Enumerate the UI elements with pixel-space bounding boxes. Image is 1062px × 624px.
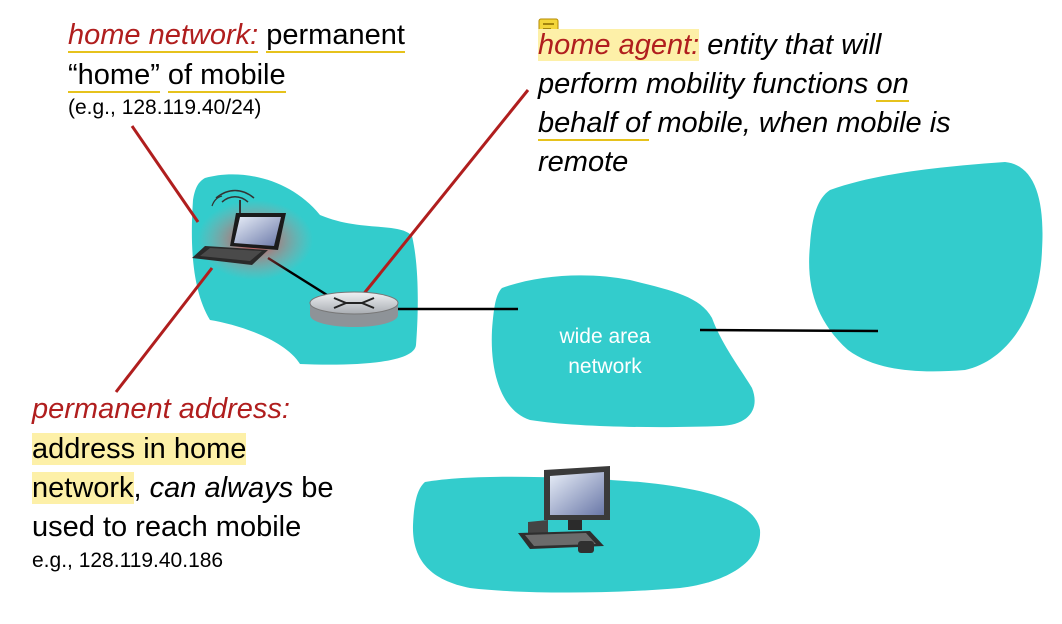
home-agent-line4: remote	[538, 146, 629, 178]
home-agent-line3: behalf of mobile, when mobile is	[538, 104, 951, 143]
permanent-address-label: permanent address:	[32, 393, 290, 425]
permanent-address-line2b: ,	[133, 472, 142, 504]
permanent-address-line2: network, can always be	[32, 469, 333, 508]
home-agent-line1: home agent: entity that will	[538, 26, 881, 65]
wide-area-network-line1: wide area	[559, 325, 651, 348]
callout-line-home-agent	[360, 89, 530, 297]
home-agent-line1-rest: entity that will	[707, 29, 882, 61]
home-network-text2b: of mobile	[167, 59, 286, 93]
permanent-address-example: e.g., 128.119.40.186	[32, 549, 224, 572]
home-agent-line2: perform mobility functions on	[538, 65, 909, 104]
callout-line-permanent-address	[114, 267, 214, 393]
desktop-computer-icon	[518, 466, 610, 553]
home-network-label: home network:	[68, 19, 259, 53]
home-network-line1: home network: permanent	[68, 16, 405, 55]
permanent-address-line2d: be	[301, 472, 334, 504]
wide-area-network-line2: network	[568, 355, 642, 378]
home-agent-line2b: on	[876, 68, 909, 102]
home-network-text2a: “home”	[68, 59, 160, 93]
link-wan-remote	[699, 328, 879, 333]
home-agent-line3b: mobile, when mobile is	[657, 107, 951, 139]
home-agent-label: home agent:	[538, 29, 700, 61]
home-agent-line3a: behalf of	[538, 107, 650, 141]
permanent-address-line3: used to reach mobile	[32, 511, 302, 543]
home-network-text1: permanent	[266, 19, 405, 53]
permanent-address-line1: address in home	[32, 430, 247, 469]
wide-area-network-label: wide area network	[530, 322, 680, 382]
permanent-address-line2c: can always	[149, 472, 294, 504]
callout-line-home-network	[130, 125, 200, 223]
home-network-example: (e.g., 128.119.40/24)	[68, 96, 262, 119]
router-icon	[309, 291, 399, 327]
permanent-address-line2a: network	[32, 472, 134, 504]
home-network-line2: “home” of mobile	[68, 56, 286, 95]
wide-area-network-cloud	[491, 275, 755, 428]
home-agent-line2a: perform mobility functions	[538, 68, 869, 100]
permanent-address-line1-text: address in home	[32, 433, 247, 465]
remote-network-cloud	[809, 162, 1043, 372]
laptop-icon	[192, 189, 286, 265]
